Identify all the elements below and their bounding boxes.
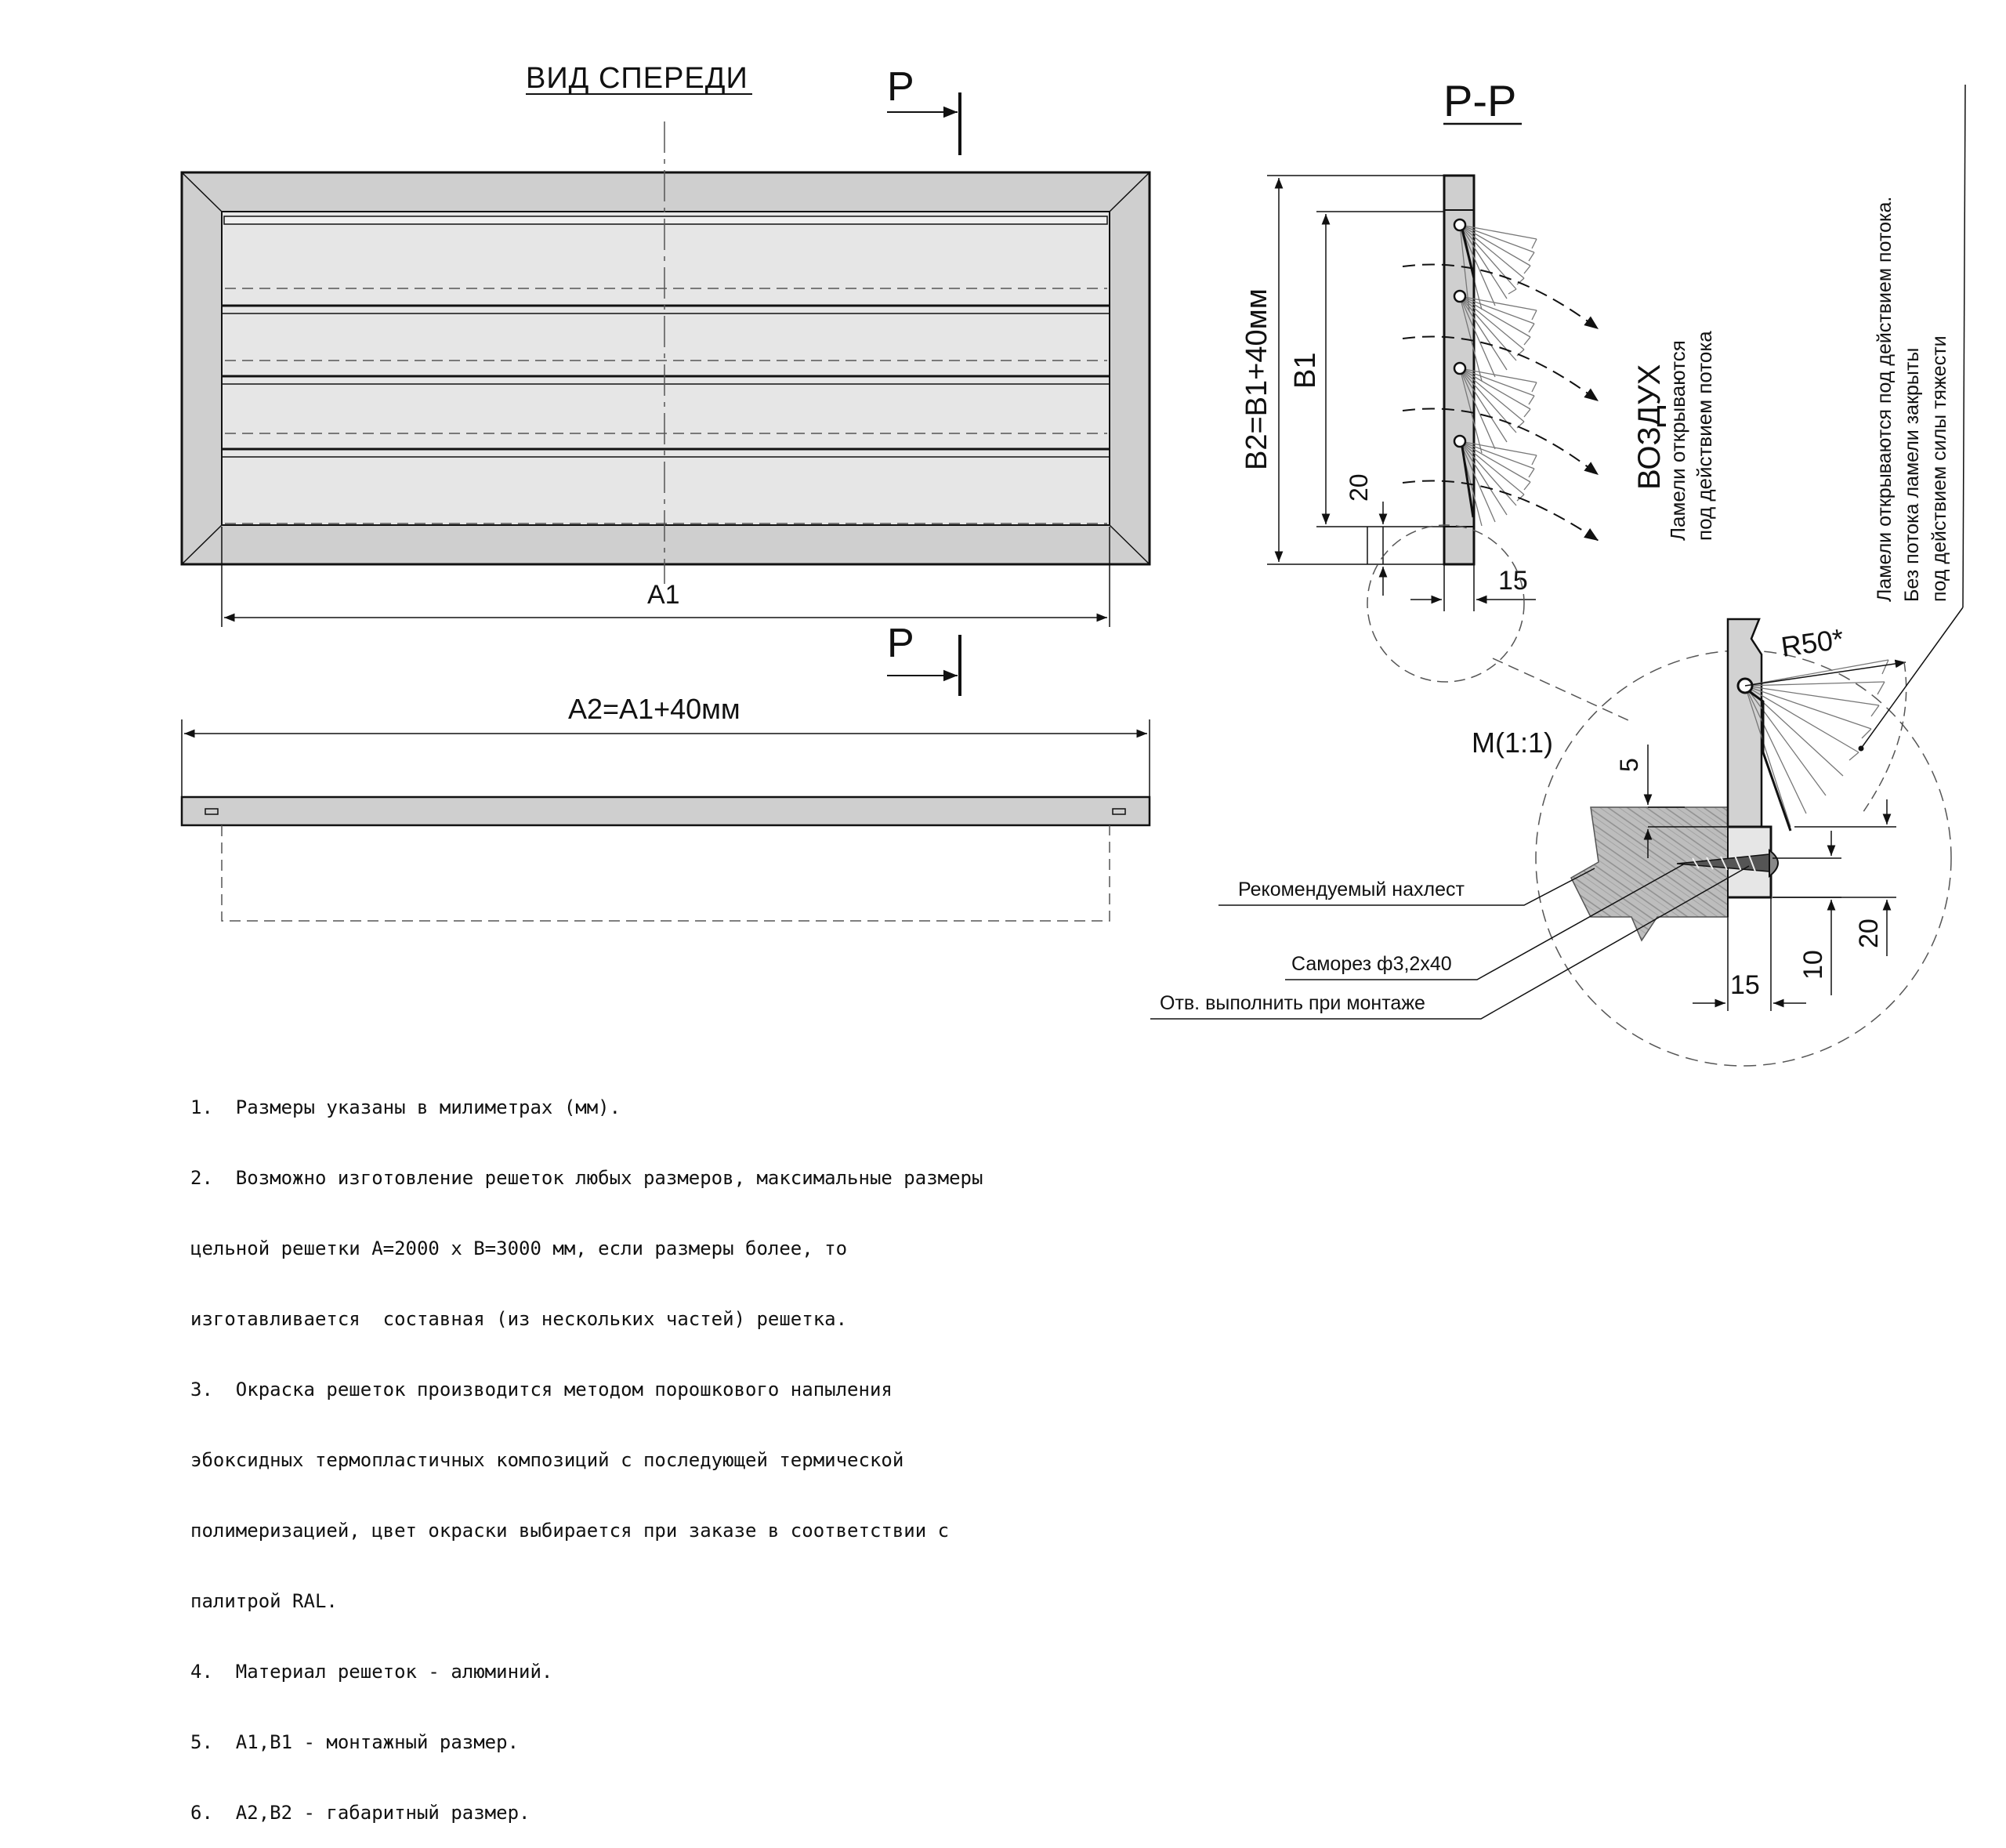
section-view: Р-Р <box>1240 76 1716 722</box>
side-note-dot <box>1858 745 1864 752</box>
radius-arc <box>1860 661 1907 816</box>
note-line: изготавливается составная (из нескольких… <box>190 1308 848 1330</box>
side-note-line <box>1962 84 1966 608</box>
detail-frame-profile <box>1726 618 1763 828</box>
note-line: цельной решетки А=2000 х В=3000 мм, если… <box>190 1237 848 1259</box>
dim-20-detail-label: 20 <box>1854 919 1884 948</box>
callout-overlap-label: Рекомендуемый нахлест <box>1238 879 1465 900</box>
detail-circle <box>1535 650 1952 1067</box>
radius-leader <box>1744 659 1906 687</box>
dimension-a1: A1 <box>221 527 1110 627</box>
dimension-b2: B2=B1+40мм <box>1240 175 1444 565</box>
dimension-20-detail: 20 <box>1772 799 1896 956</box>
dim-15-label: 15 <box>1498 566 1528 596</box>
louver-note-line-1: Ламели открываются <box>1666 340 1689 541</box>
detail-louver-closed <box>1748 690 1792 832</box>
louver-pivots <box>1453 218 1467 448</box>
side-note-leader <box>1860 607 1964 749</box>
note-line: 2. Возможно изготовление решеток любых р… <box>190 1167 983 1189</box>
louver-note-line-2: под действием потока <box>1693 331 1716 541</box>
dimension-15: 15 <box>1410 564 1536 611</box>
dim-20-label: 20 <box>1345 473 1373 502</box>
dim-a2-label: A2=A1+40мм <box>568 693 740 725</box>
note-line: 6. A2,B2 - габаритный размер. <box>190 1802 530 1824</box>
note-line: 1. Размеры указаны в милиметрах (мм). <box>190 1096 621 1118</box>
dim-a1-label: A1 <box>647 580 680 610</box>
note-line: 4. Материал решеток - алюминий. <box>190 1661 553 1683</box>
dim-b2-label: B2=B1+40мм <box>1240 288 1273 470</box>
note-line: палитрой RAL. <box>190 1590 338 1612</box>
louver-slats <box>222 288 1110 524</box>
callout-hole: Отв. выполнить при монтаже <box>1150 865 1750 1020</box>
note-line: 5. A1,B1 - монтажный размер. <box>190 1731 520 1753</box>
louver-closed <box>1461 446 1475 518</box>
section-mark-bottom-label: Р <box>887 621 914 666</box>
section-mark-bottom: Р <box>887 621 961 696</box>
section-view-title: Р-Р <box>1443 76 1516 125</box>
note-line: 3. Окраска решеток производится методом … <box>190 1379 893 1400</box>
detail-louver-fan <box>1744 659 1889 828</box>
air-label: ВОЗДУХ <box>1632 364 1667 490</box>
section-mark-top: Р <box>887 64 961 155</box>
bottom-view: A2=A1+40мм <box>180 693 1151 922</box>
general-notes: 1. Размеры указаны в милиметрах (мм). 2.… <box>190 1049 983 1848</box>
louver-closed <box>1461 228 1476 294</box>
dimension-b1: B1 <box>1289 211 1444 527</box>
grille-frame <box>180 171 1151 566</box>
side-note-line-1: Ламели открываются под действием потока. <box>1874 197 1896 602</box>
technical-drawing: ВИД СПЕРЕДИ Р <box>180 62 1966 1067</box>
side-note-line-2: Без потока ламели закрыты <box>1901 348 1923 602</box>
side-note-line-3: под действием силы тяжести <box>1928 335 1950 602</box>
callout-screw: Саморез ф3,2х40 <box>1285 863 1686 980</box>
dimension-15-detail: 15 <box>1693 897 1806 1011</box>
dim-10-label: 10 <box>1798 950 1828 980</box>
note-line: эбоксидных термопластичных композиций с … <box>190 1449 904 1471</box>
section-mark-top-label: Р <box>887 64 914 110</box>
dimension-20: 20 <box>1345 473 1388 596</box>
detail-view: М(1:1) R50* 5 <box>1150 84 1966 1067</box>
callout-overlap: Рекомендуемый нахлест <box>1218 868 1595 906</box>
detail-reference-circle <box>1367 524 1525 683</box>
dim-15-detail-label: 15 <box>1730 970 1760 1000</box>
callout-hole-label: Отв. выполнить при монтаже <box>1160 992 1425 1014</box>
dimension-10: 10 <box>1772 831 1841 995</box>
dim-b1-label: B1 <box>1289 353 1322 389</box>
radius-label: R50* <box>1779 622 1845 663</box>
front-view-title: ВИД СПЕРЕДИ <box>526 62 748 95</box>
dimension-5: 5 <box>1615 745 1728 858</box>
airflow-arrows <box>1402 263 1599 542</box>
dim-5-label: 5 <box>1615 758 1643 772</box>
louver-fans <box>1459 224 1537 527</box>
front-view: ВИД СПЕРЕДИ Р <box>180 62 1151 922</box>
note-line: полимеризацией, цвет окраски выбирается … <box>190 1520 950 1542</box>
callout-screw-label: Саморез ф3,2х40 <box>1291 953 1452 975</box>
detail-leader <box>1492 658 1631 722</box>
detail-title: М(1:1) <box>1472 727 1553 759</box>
